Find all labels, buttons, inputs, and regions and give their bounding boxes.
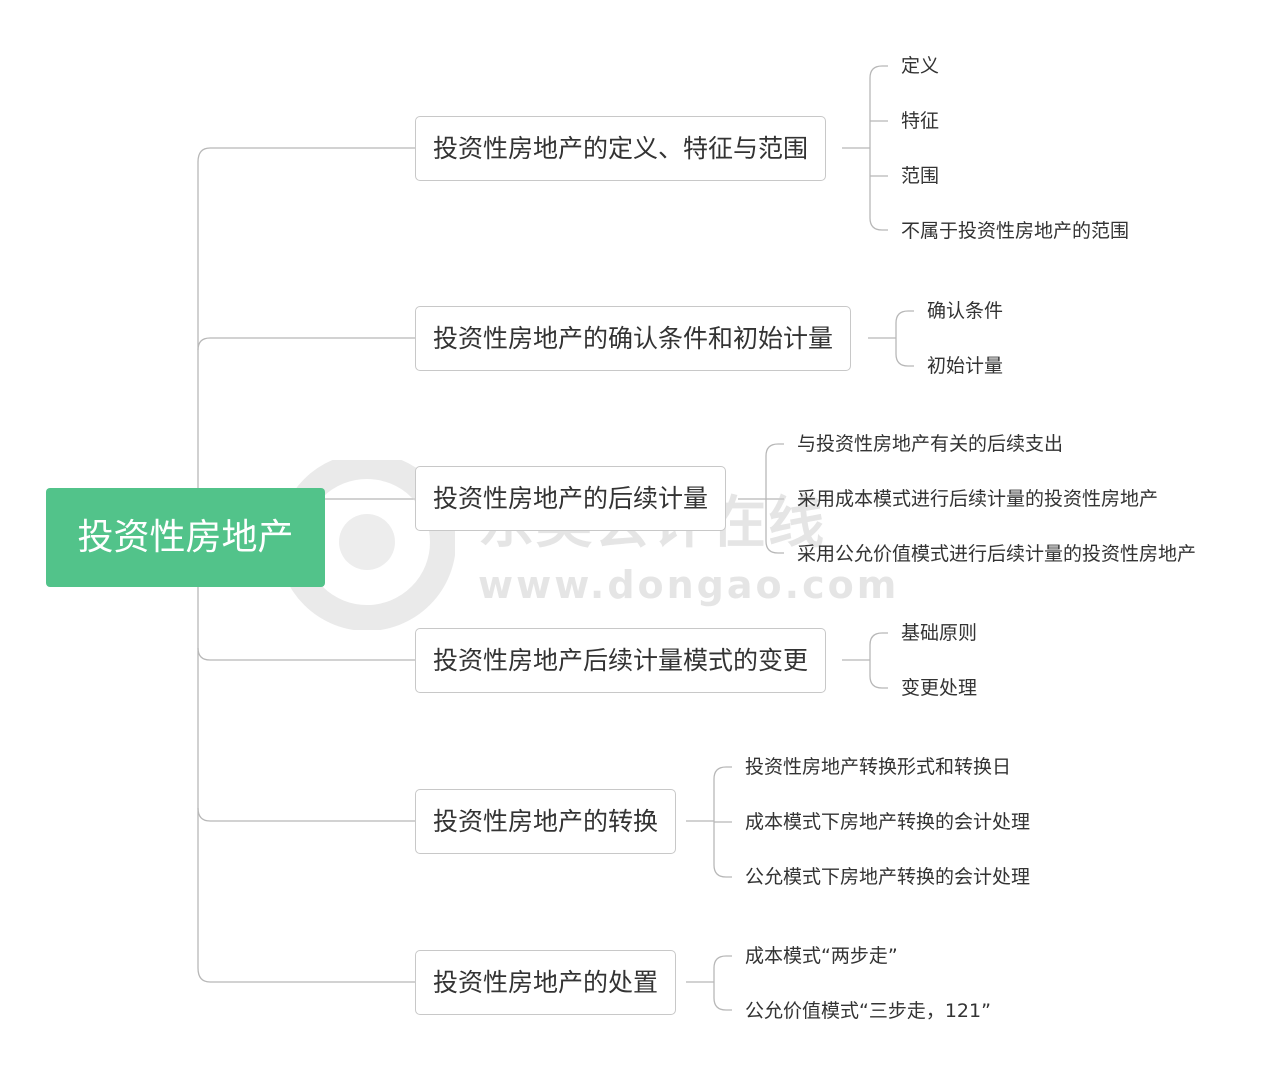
branch-node-conversion[interactable]: 投资性房地产的转换 — [415, 789, 677, 854]
leaf-node[interactable]: 投资性房地产转换形式和转换日 — [745, 756, 1012, 778]
leaf-node[interactable]: 公允模式下房地产转换的会计处理 — [745, 866, 1031, 888]
leaf-node[interactable]: 定义 — [901, 55, 940, 77]
branch-node-definition[interactable]: 投资性房地产的定义、特征与范围 — [415, 116, 827, 181]
leaf-node[interactable]: 成本模式“两步走” — [745, 945, 898, 967]
branch-node-model-change[interactable]: 投资性房地产后续计量模式的变更 — [415, 628, 827, 693]
leaf-node[interactable]: 特征 — [901, 110, 940, 132]
root-branch-line-2 — [197, 337, 415, 351]
leaf-node[interactable]: 采用公允价值模式进行后续计量的投资性房地产 — [797, 543, 1197, 565]
root-branch-line-5 — [197, 807, 415, 822]
b6-bracket — [713, 955, 732, 1011]
leaf-node[interactable]: 公允价值模式“三步走，121” — [745, 1000, 991, 1022]
root-branch-line-4 — [197, 647, 415, 661]
branch-node-disposal[interactable]: 投资性房地产的处置 — [415, 950, 677, 1015]
leaf-node[interactable]: 初始计量 — [927, 355, 1004, 377]
branch-node-subsequent-measurement[interactable]: 投资性房地产的后续计量 — [415, 466, 727, 531]
root-branch-line-1 — [197, 147, 415, 163]
leaf-node[interactable]: 变更处理 — [901, 677, 978, 699]
leaf-node[interactable]: 确认条件 — [927, 300, 1004, 322]
b3-bracket — [765, 443, 784, 554]
watermark-url: www.dongao.com — [478, 563, 900, 607]
leaf-node[interactable]: 基础原则 — [901, 622, 978, 644]
root-node[interactable]: 投资性房地产 — [46, 488, 325, 587]
leaf-node[interactable]: 成本模式下房地产转换的会计处理 — [745, 811, 1031, 833]
leaf-node[interactable]: 范围 — [901, 165, 940, 187]
leaf-node[interactable]: 采用成本模式进行后续计量的投资性房地产 — [797, 488, 1159, 510]
b4-bracket — [869, 632, 888, 689]
branch-node-recognition[interactable]: 投资性房地产的确认条件和初始计量 — [415, 306, 852, 371]
root-branch-line-6 — [197, 967, 415, 983]
b1-bracket — [869, 65, 888, 231]
leaf-node[interactable]: 不属于投资性房地产的范围 — [901, 220, 1130, 242]
leaf-node[interactable]: 与投资性房地产有关的后续支出 — [797, 433, 1064, 455]
b2-bracket — [895, 310, 914, 367]
